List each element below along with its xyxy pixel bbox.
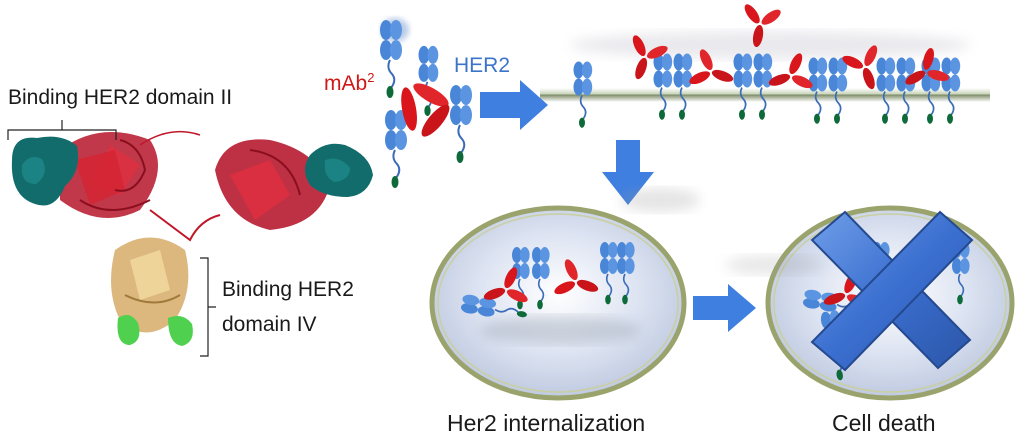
- label-cell-death: Cell death: [832, 410, 936, 436]
- arrow-right-top: [480, 80, 548, 130]
- label-mab: mAb2: [324, 70, 374, 96]
- label-her2: HER2: [454, 54, 511, 77]
- label-domain-ii: Binding HER2 domain II: [8, 86, 233, 109]
- fab-left-ribbon: [60, 132, 158, 218]
- label-domain-iv-line1: Binding HER2: [222, 278, 354, 301]
- label-internalization: Her2 internalization: [447, 410, 646, 436]
- cell-internalization: [429, 205, 687, 401]
- fc-epitope-surface: [117, 314, 193, 346]
- label-domain-iv-line2: domain IV: [222, 313, 317, 336]
- label-mab-text: mAb: [324, 72, 368, 95]
- arrow-right-bottom: [693, 284, 756, 332]
- cross-mark: [810, 210, 974, 372]
- epitope-surface-right: [305, 143, 373, 197]
- cell-death: [765, 205, 1015, 401]
- arrow-down: [602, 140, 654, 205]
- antibody-structure: [7, 120, 373, 357]
- mab-her2-complex: [379, 18, 473, 189]
- fab-right-ribbon: [215, 139, 330, 230]
- label-mab-sup: 2: [367, 70, 375, 85]
- fc-ribbon: [111, 237, 189, 333]
- epitope-surface-left: [11, 136, 79, 206]
